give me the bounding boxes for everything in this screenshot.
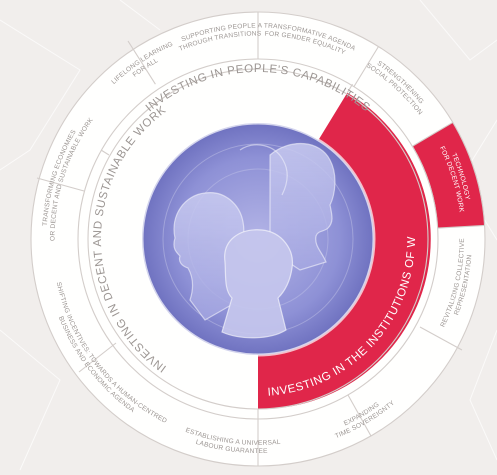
technology-segment-highlight: [412, 122, 485, 229]
inner-dividers: [100, 83, 353, 419]
center-disc-ring: [140, 121, 376, 357]
human-profiles-icon: [173, 142, 336, 339]
segment-dividers: [36, 12, 485, 466]
